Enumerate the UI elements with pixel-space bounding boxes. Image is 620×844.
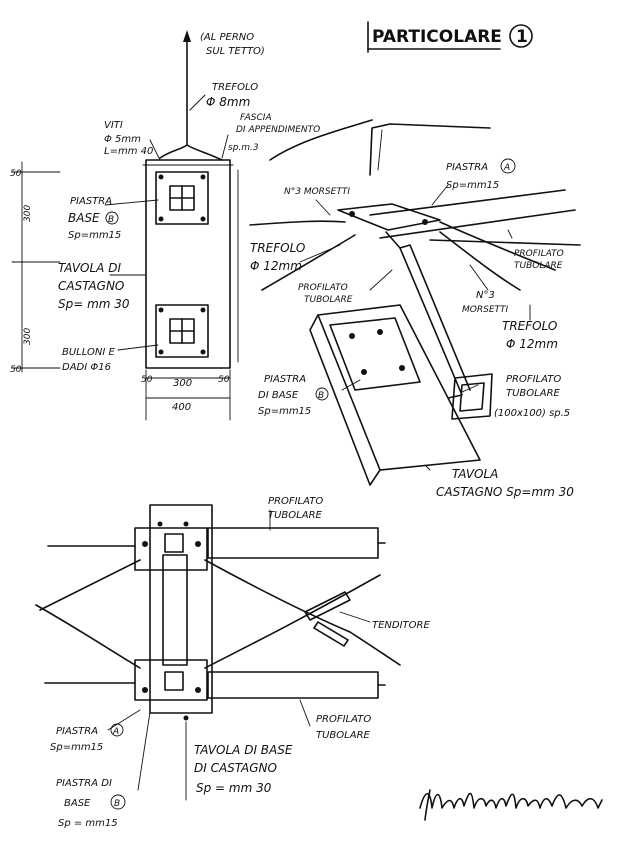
chestnut-base-board	[317, 304, 481, 471]
trefolo-label: TREFOLO	[212, 82, 258, 93]
tubular-profile-lower	[207, 671, 379, 699]
fascia-label-2: DI APPENDIMENTO	[236, 125, 320, 135]
dim-50-left: 50	[141, 375, 153, 385]
trefolo-a-diameter: Φ 12mm	[250, 259, 302, 273]
piastra-base-label: PIASTRA	[70, 196, 112, 207]
trefolo-b-label: TREFOLO	[502, 319, 557, 333]
base-plate-lower	[155, 304, 209, 358]
piastra-b-label-2: DI BASE	[258, 390, 299, 401]
chestnut-board	[145, 159, 231, 369]
note-pin-line1: (AL PERNO	[200, 32, 254, 43]
profilato-3-label-2: TUBOLARE	[506, 388, 561, 399]
viti-label: VITI	[104, 120, 123, 131]
plate-a-upper	[134, 527, 208, 571]
piastra-a-label: PIASTRA	[446, 162, 488, 173]
piastra-a-thickness: Sp=mm15	[446, 180, 499, 191]
piastra-base-label-2: BASE	[68, 211, 100, 225]
svg-text:50: 50	[10, 365, 22, 375]
tavola-label: TAVOLA DI	[58, 261, 121, 275]
note-pin-line2: SUL TETTO)	[206, 46, 265, 57]
piastra-a-label: PIASTRA	[56, 726, 98, 737]
title-number: 1	[516, 27, 528, 47]
fascia-label: FASCIA	[240, 113, 272, 123]
fascia-thickness: sp.m.3	[228, 143, 259, 153]
turnbuckle-upper	[304, 591, 351, 621]
morsetti-label: N°3 MORSETTI	[284, 187, 350, 197]
base-plate-upper	[155, 171, 209, 225]
dim-300-width: 300	[173, 378, 192, 389]
piastra-b-label: PIASTRA DI	[56, 778, 112, 789]
arrow-up-icon	[183, 30, 191, 42]
detail-base-plate-elevation: 50 50 300 300 50 300 50 400 (AL PERNO SU…	[10, 30, 320, 421]
bulloni-label: BULLONI E	[62, 347, 115, 358]
profilato-bottom-label-2: TUBOLARE	[316, 730, 371, 741]
piastra-base-badge: B	[108, 215, 114, 225]
tavola-thickness: Sp= mm 30	[58, 297, 130, 311]
drawing-title: PARTICOLARE	[372, 27, 502, 47]
tavola-base-label-2: DI CASTAGNO	[194, 761, 277, 775]
bulloni-label-2: DADI Φ16	[62, 362, 111, 373]
tubular-profile-upper	[207, 527, 379, 559]
dim-300-bottom: 300	[23, 328, 33, 345]
handwritten-signature	[419, 789, 603, 821]
tenditore-label: TENDITORE	[372, 620, 430, 631]
trefolo-a-label: TREFOLO	[250, 241, 305, 255]
piastra-b-label: PIASTRA	[264, 374, 306, 385]
profilato-top-label: PROFILATO	[268, 496, 323, 507]
tavola-castagno-label: TAVOLA	[452, 467, 498, 481]
morsetti-2-label-2: MORSETTI	[462, 305, 508, 315]
piastra-base-thickness: Sp=mm15	[68, 230, 121, 241]
profilato-bottom-label: PROFILATO	[316, 714, 371, 725]
trefolo-b-diameter: Φ 12mm	[506, 337, 558, 351]
profilato-1-label-2: TUBOLARE	[304, 295, 353, 305]
piastra-a-badge: A	[503, 163, 510, 173]
dim-50-right: 50	[218, 375, 230, 385]
detail-perspective-view: PIASTRA A Sp=mm15 N°3 MORSETTI TREFOLO Φ…	[249, 119, 581, 499]
viti-length: L=mm 40	[104, 146, 153, 157]
plate-a-lower	[134, 659, 208, 701]
piastra-b-badge: B	[318, 391, 324, 401]
tavola-castagno-thickness: CASTAGNO Sp=mm 30	[436, 485, 574, 499]
tavola-label-2: CASTAGNO	[58, 279, 124, 293]
piastra-a-thickness: Sp=mm15	[50, 742, 103, 753]
detail-plan-view: PROFILATO TUBOLARE TENDITORE PROFILATO T…	[35, 496, 430, 829]
profilato-2-label: PROFILATO	[514, 249, 564, 259]
plate-b	[329, 317, 421, 391]
viti-diameter: Φ 5mm	[104, 134, 141, 145]
dim-300-top: 300	[23, 205, 33, 222]
tavola-base-thickness: Sp = mm 30	[196, 781, 272, 795]
turnbuckle-lower	[313, 621, 349, 647]
piastra-b-thickness: Sp = mm15	[58, 818, 118, 829]
dim-400: 400	[172, 402, 191, 413]
svg-text:50: 50	[10, 169, 22, 179]
piastra-b-badge: B	[114, 799, 120, 809]
piastra-a-badge: A	[112, 727, 119, 737]
title-block: PARTICOLARE 1	[367, 21, 533, 53]
base-board-plan	[149, 504, 213, 714]
profilato-top-label-2: TUBOLARE	[268, 510, 323, 521]
tavola-base-label: TAVOLA DI BASE	[194, 743, 293, 757]
plate-a	[337, 203, 441, 231]
piastra-b-label-2: BASE	[64, 798, 91, 809]
profilato-3-size: (100x100) sp.5	[494, 408, 570, 419]
trefolo-diameter: Φ 8mm	[206, 95, 250, 109]
morsetti-2-label: N°3	[476, 290, 495, 301]
profilato-1-label: PROFILATO	[298, 283, 348, 293]
title-number-circle	[509, 24, 533, 48]
profilato-2-label-2: TUBOLARE	[514, 261, 563, 271]
profilato-3-label: PROFILATO	[506, 374, 561, 385]
piastra-b-thickness: Sp=mm15	[258, 406, 311, 417]
